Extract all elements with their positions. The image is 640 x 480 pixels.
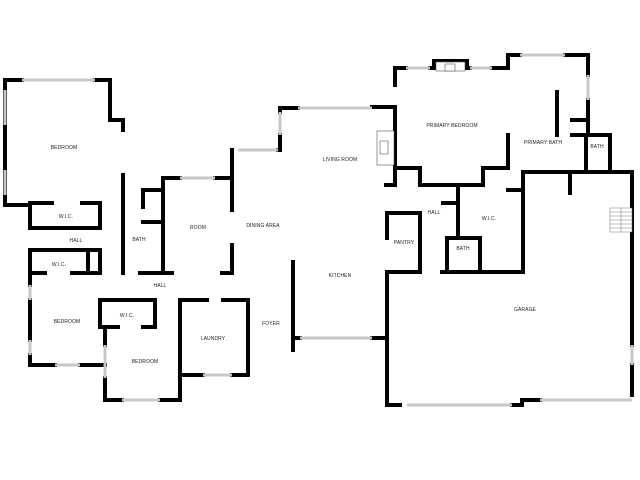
label-garage: GARAGE (514, 307, 537, 313)
label-hall-e: HALL (428, 210, 441, 216)
label-bedroom-s: BEDROOM (132, 359, 159, 365)
label-primary-bath: PRIMARY BATH (524, 140, 562, 146)
label-living-room: LIVING ROOM (323, 157, 357, 163)
label-wic-e: W.I.C. (482, 216, 496, 222)
fireplace-icon (376, 61, 466, 166)
label-wic-sw: W.I.C. (52, 262, 66, 268)
label-bath-c: BATH (456, 246, 470, 252)
label-bath-w: BATH (132, 237, 146, 243)
label-dining-area: DINING AREA (246, 223, 280, 229)
label-laundry: LAUNDRY (201, 336, 226, 342)
label-hall-w: HALL (70, 238, 83, 244)
label-wic-s: W.I.C. (120, 313, 134, 319)
label-kitchen: KITCHEN (329, 273, 352, 279)
room-labels: BEDROOM W.I.C. HALL W.I.C. BEDROOM W.I.C… (51, 123, 604, 365)
stairs-icon (609, 207, 633, 233)
label-pantry: PANTRY (394, 240, 415, 246)
label-room: ROOM (190, 225, 206, 231)
walls (3, 53, 634, 407)
label-foyer: FOYER (262, 321, 280, 327)
label-hall-s: HALL (154, 283, 167, 289)
label-primary-bedroom: PRIMARY BEDROOM (426, 123, 477, 129)
label-bedroom-nw: BEDROOM (51, 145, 78, 151)
label-bedroom-sw: BEDROOM (54, 319, 81, 325)
windows (3, 53, 634, 407)
label-bath-e: BATH (590, 144, 604, 150)
label-wic-nw: W.I.C. (59, 214, 73, 220)
